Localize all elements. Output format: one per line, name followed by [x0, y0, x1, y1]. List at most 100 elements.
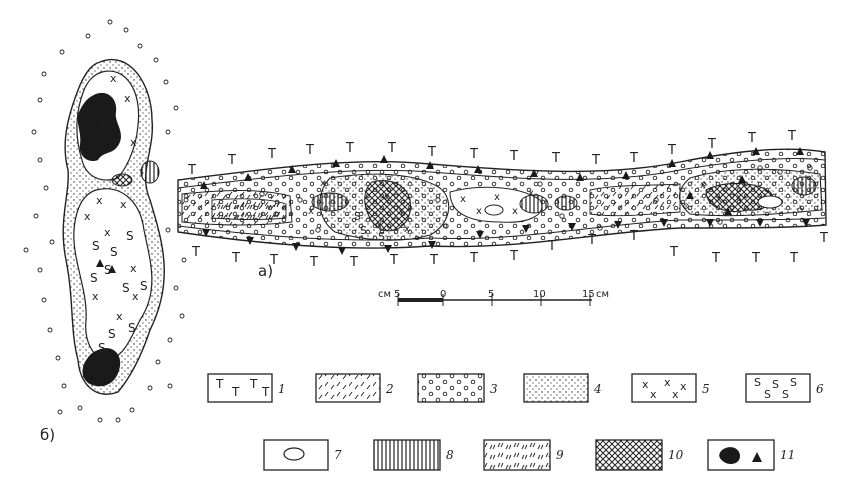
host-circle: [41, 71, 47, 77]
margin-triangle: [246, 237, 254, 245]
margin-triangle: [384, 245, 392, 253]
host-circle: [163, 79, 169, 85]
host-T: T: [187, 163, 196, 178]
scale-unit-right: см: [596, 289, 609, 300]
host-T: T: [669, 245, 678, 260]
host-circle: [55, 355, 61, 361]
xenolith-cross: x: [494, 192, 500, 203]
sulfide-S: S: [378, 230, 385, 243]
xenolith-cross: x: [320, 178, 326, 189]
host-T: T: [547, 239, 556, 254]
xenolith-cross: x: [398, 206, 404, 217]
margin-triangle: [668, 159, 676, 167]
host-circle: [179, 313, 185, 319]
margin-triangle: [530, 169, 538, 177]
host-T: T: [231, 385, 240, 399]
legend-box-4: [523, 373, 589, 403]
xenolith-cross: x: [512, 206, 518, 217]
margin-triangle: [738, 175, 746, 183]
host-circle: [147, 385, 153, 391]
xenolith-cross: x: [84, 210, 91, 223]
margin-triangle: [568, 223, 576, 231]
margin-triangle: [522, 225, 530, 233]
legend-num-7: 7: [334, 448, 342, 462]
host-circle: [165, 227, 171, 233]
scale-unit-left: см: [378, 289, 391, 300]
margin-triangle: [706, 219, 714, 227]
margin-triangle: [796, 147, 804, 155]
host-T: T: [469, 251, 478, 266]
black-sulfide-mass-top: [77, 92, 121, 162]
legend-num-2: 2: [385, 382, 394, 396]
legend-box-6: [745, 373, 811, 403]
host-circle: [41, 297, 47, 303]
sulfide-S: S: [104, 263, 112, 277]
margin-triangle: [706, 151, 714, 159]
host-T: T: [789, 251, 798, 266]
margin-triangle: [576, 173, 584, 181]
host-circle: [297, 197, 303, 203]
host-circle: [43, 185, 49, 191]
host-T: T: [509, 149, 518, 164]
xenolith-cross: x: [384, 192, 390, 203]
margin-triangle: [380, 155, 388, 163]
double-dash-core: [211, 198, 287, 220]
black-sulfide-mass-bottom: [82, 347, 121, 387]
sulfide-S: S: [754, 376, 761, 389]
legend-box-8: [373, 439, 441, 471]
host-circle: [129, 407, 135, 413]
sulfide-S: S: [782, 388, 789, 401]
host-T: T: [667, 143, 676, 158]
sulfide-S: S: [98, 341, 106, 355]
host-T: T: [309, 255, 318, 270]
host-T: T: [551, 151, 560, 166]
margin-triangle: [428, 241, 436, 249]
host-circle: [33, 213, 39, 219]
host-T: T: [349, 255, 358, 270]
margin-triangle: [200, 181, 208, 189]
sulfide-S: S: [122, 281, 130, 295]
sulfide-S: S: [128, 321, 136, 335]
dashed-core-right: [589, 183, 681, 217]
sulfide-S: S: [90, 271, 98, 285]
host-circle: [315, 227, 321, 233]
host-T: T: [389, 253, 398, 268]
sulfide-S: S: [772, 378, 779, 391]
xenolith-cross: x: [132, 290, 139, 303]
scale-tick-2: 5: [488, 289, 494, 300]
legend-num-8: 8: [446, 448, 454, 462]
host-circle: [443, 223, 449, 229]
host-circle: [435, 197, 441, 203]
margin-triangle: [332, 159, 340, 167]
scale-tick-4: 15: [582, 289, 595, 300]
host-circle: [37, 157, 43, 163]
host-T: T: [587, 233, 596, 248]
margin-triangle: [426, 161, 434, 169]
host-T: T: [429, 253, 438, 268]
host-circle: [47, 327, 53, 333]
margin-triangle: [660, 219, 668, 227]
xenolith-cross: x: [672, 388, 679, 401]
margin-triangle: [614, 221, 622, 229]
xenolith-cross: x: [528, 188, 534, 199]
host-T: T: [591, 153, 600, 168]
host-circle: [173, 105, 179, 111]
legend-num-9: 9: [556, 448, 564, 462]
host-circle: [259, 191, 265, 197]
vein-inner-line-bottom: [177, 217, 826, 241]
vein-inner-line-top: [177, 157, 826, 189]
host-circle: [173, 285, 179, 291]
host-circle: [597, 225, 603, 231]
legend-box-10: [595, 439, 663, 471]
host-T: T: [305, 143, 314, 158]
margin-triangle: [108, 265, 116, 273]
host-circle: [49, 239, 55, 245]
legend-box-9: [483, 439, 551, 471]
